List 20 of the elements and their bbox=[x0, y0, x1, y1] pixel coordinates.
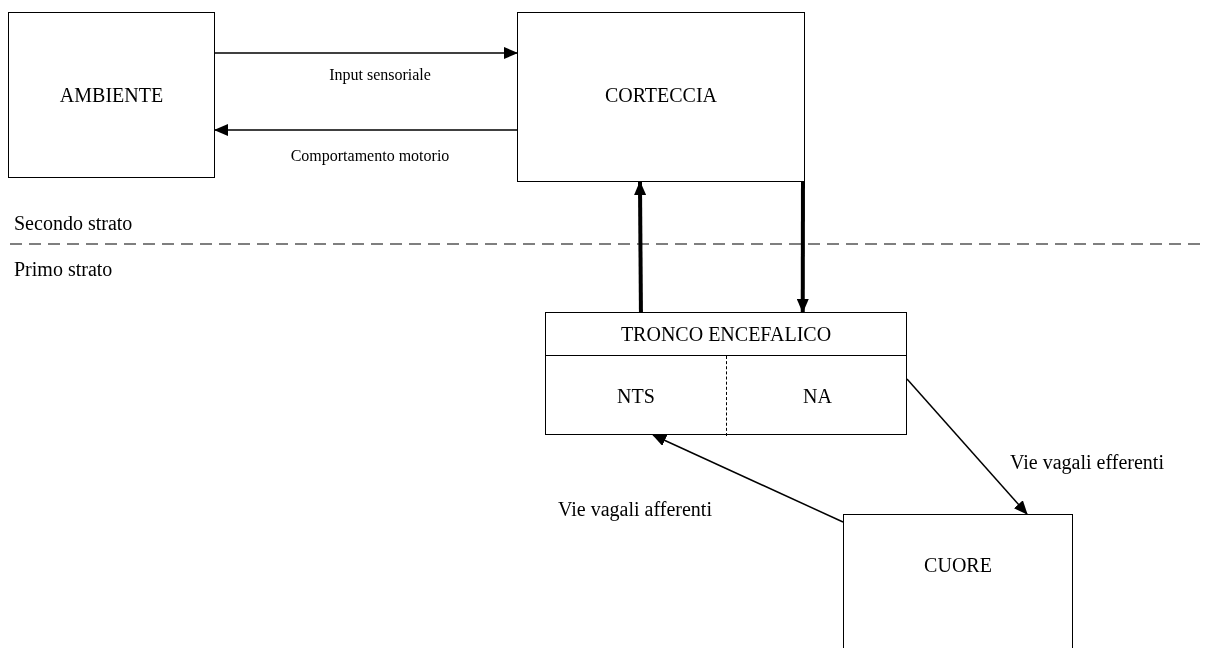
node-label: AMBIENTE bbox=[59, 83, 164, 107]
node-label: NTS bbox=[617, 384, 655, 408]
arrow bbox=[796, 182, 809, 313]
process-box bbox=[8, 12, 215, 178]
node-label: CORTECCIA bbox=[604, 83, 718, 107]
edge-label: Input sensoriale bbox=[327, 66, 433, 84]
layer-label: Primo strato bbox=[14, 258, 113, 281]
arrow bbox=[214, 124, 518, 136]
layer-label: Secondo strato bbox=[14, 212, 133, 235]
arrow bbox=[906, 378, 1028, 515]
arrow bbox=[214, 46, 518, 59]
node-label: NA bbox=[803, 384, 832, 408]
edge-label: Comportamento motorio bbox=[288, 147, 452, 165]
arrow bbox=[652, 434, 844, 523]
node-label: CUORE bbox=[924, 553, 992, 577]
arrow bbox=[634, 181, 647, 312]
node-label: TRONCO ENCEFALICO bbox=[620, 322, 832, 346]
process-box bbox=[545, 312, 907, 435]
process-box bbox=[843, 514, 1073, 648]
process-box bbox=[517, 12, 805, 182]
